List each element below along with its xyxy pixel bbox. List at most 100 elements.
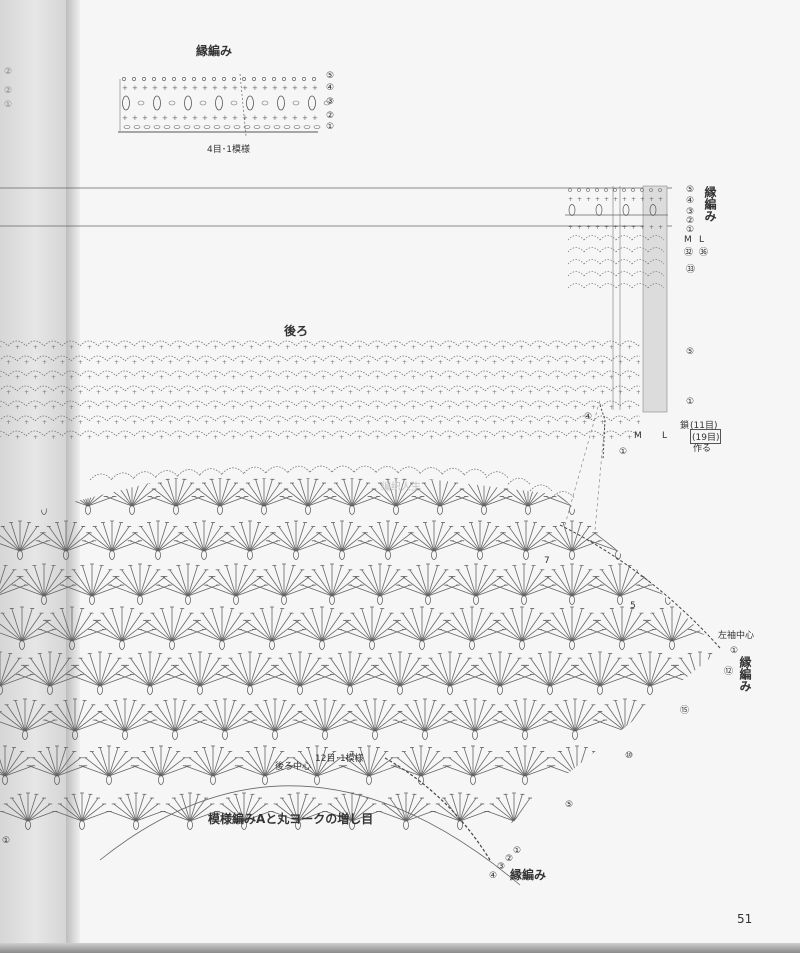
- chain-arc-mark: [583, 235, 601, 241]
- chain-stitch-mark: [168, 100, 176, 106]
- shell-stitch-fan: [431, 792, 489, 830]
- shell-stitch-fan: [587, 563, 653, 605]
- shell-stitch-fan: [675, 478, 720, 515]
- chain-arc-mark: [89, 473, 113, 481]
- stitch-mark: +: [429, 404, 434, 411]
- chain-arc-mark: [565, 430, 585, 437]
- stitch-mark: +: [604, 224, 609, 231]
- chain-arc-mark: [567, 247, 585, 253]
- chain-arc-mark: [52, 415, 72, 422]
- edging-top-title: 縁編み: [196, 44, 233, 58]
- stitch-mark: +: [213, 344, 218, 351]
- stitch-mark: +: [357, 344, 362, 351]
- sleeve-edge: [559, 524, 721, 649]
- yoke-row-arcs: [89, 465, 575, 498]
- stitch-mark: +: [591, 344, 596, 351]
- chain-arc-mark: [631, 259, 649, 265]
- right-row-5b: ⑤: [686, 347, 695, 357]
- stitch-mark: +: [162, 114, 168, 122]
- chain-arc-mark: [133, 471, 157, 478]
- stitch-mark: +: [285, 344, 290, 351]
- stitch-mark: +: [141, 434, 146, 441]
- watermark-text: 编织人生: [381, 482, 421, 493]
- chain-arc-mark: [295, 370, 315, 377]
- stitch-mark: +: [267, 404, 272, 411]
- chain-arc-mark: [466, 385, 486, 392]
- stitch-mark: +: [132, 84, 138, 92]
- chain-arc-mark: [223, 430, 243, 437]
- right-row-33: ㉝: [686, 265, 696, 275]
- chain-stitch-mark: [595, 188, 599, 192]
- stitch-mark: +: [591, 374, 596, 381]
- chain-stitch-mark: [152, 77, 156, 81]
- chain-stitch-mark: [162, 77, 166, 81]
- stitch-mark: +: [600, 419, 605, 426]
- chain-arc-mark: [441, 467, 465, 475]
- chain-arc-mark: [583, 271, 601, 277]
- stitch-mark: +: [132, 114, 138, 122]
- chain-stitch-mark: [262, 77, 266, 81]
- stitch-mark: +: [501, 404, 506, 411]
- stitch-mark: +: [483, 374, 488, 381]
- chain-arc-mark: [601, 370, 621, 377]
- chain-arc-mark: [511, 400, 531, 407]
- chain-stitch-mark: [282, 77, 286, 81]
- stitch-mark: +: [152, 114, 158, 122]
- chain-stitch-mark: [173, 125, 181, 129]
- chain-arc-mark: [511, 430, 531, 437]
- shell-stitch-fan: [11, 563, 77, 605]
- chain-arc-mark: [151, 400, 171, 407]
- stitch-mark: +: [573, 404, 578, 411]
- chain-arc-mark: [196, 355, 216, 362]
- chain-arc-mark: [583, 430, 603, 437]
- shell-stitch-fan: [692, 700, 720, 732]
- chain-arc-mark: [61, 430, 81, 437]
- chain-arc-mark: [313, 400, 333, 407]
- chain-arc-mark: [615, 247, 633, 253]
- stitch-mark: +: [510, 359, 515, 366]
- chain-arc-mark: [484, 385, 504, 392]
- chain-arc-mark: [353, 465, 377, 473]
- chain-stitch-mark: [283, 125, 291, 129]
- right-row-1b: ①: [686, 397, 695, 407]
- stitch-mark: +: [177, 344, 182, 351]
- puff-stitch-mark: [622, 204, 630, 216]
- stitch-mark: +: [6, 359, 11, 366]
- stitch-mark: +: [186, 359, 191, 366]
- shell-stitch-fan: [15, 478, 73, 515]
- stitch-mark: +: [267, 344, 272, 351]
- stitch-mark: +: [537, 374, 542, 381]
- chain-arc-mark: [547, 370, 567, 377]
- left-margin-marker: ②: [4, 67, 13, 77]
- puff-stitch-mark: [649, 204, 657, 216]
- chain-arc-mark: [196, 415, 216, 422]
- chain-arc-mark: [583, 283, 601, 289]
- chain-arc-mark: [619, 400, 639, 407]
- stitch-mark: +: [312, 419, 317, 426]
- shell-stitch-fan: [539, 563, 605, 605]
- shell-stitch-fan: [638, 606, 706, 650]
- stitch-mark: +: [411, 374, 416, 381]
- chain-arc-mark: [277, 340, 297, 347]
- chain-arc-mark: [583, 370, 603, 377]
- stitch-mark: +: [429, 434, 434, 441]
- chain-arc-mark: [268, 385, 288, 392]
- chain-arc-mark: [457, 370, 477, 377]
- chain-arc-mark: [205, 400, 225, 407]
- stitch-mark: +: [33, 344, 38, 351]
- stitch-mark: +: [339, 374, 344, 381]
- stitch-mark: +: [627, 374, 632, 381]
- chain-stitch-mark: [183, 125, 191, 129]
- chain-arc-mark: [601, 400, 621, 407]
- chain-arc-mark: [61, 340, 81, 347]
- stitch-mark: +: [564, 359, 569, 366]
- chain-arc-mark: [349, 430, 369, 437]
- stitch-mark: +: [492, 419, 497, 426]
- stitch-mark: +: [177, 434, 182, 441]
- shell-stitch-fan: [292, 698, 358, 740]
- stitch-mark: +: [213, 434, 218, 441]
- shell-stitch-fan: [726, 521, 786, 560]
- chain-arc-mark: [349, 370, 369, 377]
- stitch-mark: +: [537, 434, 542, 441]
- shell-stitch-fan: [701, 793, 720, 822]
